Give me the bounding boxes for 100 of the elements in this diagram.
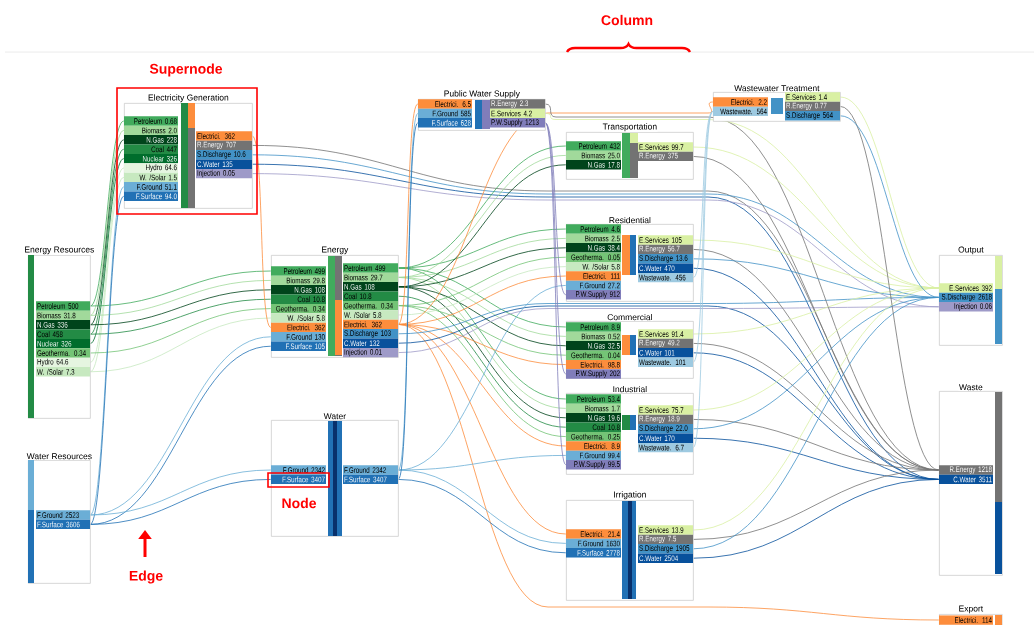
node-label: Public Water Supply: [444, 90, 520, 99]
port-bar: W. /Solar 5.8: [343, 310, 398, 320]
port-bar: C.Water 135: [196, 159, 252, 169]
port-bar: W. /Solar 1.5: [124, 172, 178, 183]
port-bar: Wastewate. 564: [713, 106, 768, 117]
port-bar: F.Ground 51.1: [124, 182, 178, 192]
node-label: Water: [323, 413, 346, 420]
flow-line: [89, 298, 272, 335]
node-label: Transportation: [602, 123, 657, 132]
flow-line: [692, 111, 714, 363]
flow-line: [251, 135, 272, 328]
port-bar: Coal 458: [36, 329, 90, 339]
node-label: Energy: [322, 246, 349, 255]
port-bar: Wastewate. 456: [638, 272, 693, 283]
flow-line: [397, 103, 419, 325]
port-bar: Hydro 64.6: [36, 357, 90, 368]
node-label: Residential: [609, 216, 651, 224]
port-bar: F.Surface 3407: [343, 474, 398, 485]
port-bar: Electrici. 2.2: [713, 97, 768, 107]
flow-line: [544, 122, 567, 375]
port-bar: W. /Solar 5.8: [566, 261, 621, 272]
port-bar: R.Energy 18.9: [638, 414, 693, 425]
node-label: F.Surface 2778: [577, 549, 620, 556]
node-label: Output: [958, 246, 984, 255]
port-bar: W. /Solar 5.8: [271, 313, 326, 323]
port-bar: P.W.Supply 99.5: [566, 460, 621, 470]
port-bar: S.Discharge 22.0: [638, 424, 693, 434]
node-label: Petroleum 432: [579, 143, 620, 149]
port-bar: Wastewate. 6.7: [638, 442, 693, 453]
port-bar: N.Gas 336: [36, 320, 90, 330]
port-bar: Biomass 1.7: [566, 403, 621, 414]
port-bar: F.Ground 585: [418, 108, 472, 119]
node-label: Coal 458: [37, 331, 63, 338]
port-bar: F.Surface 105: [271, 341, 326, 351]
port-bar: Petroleum 499: [271, 266, 326, 276]
node-label: F.Surface 3407: [344, 476, 387, 483]
port-bar: N.Gas 32.5: [566, 341, 621, 351]
port-bar: C.Water 3511: [939, 474, 993, 485]
port-bar: Petroleum 53.4: [566, 394, 621, 404]
flow-line: [839, 106, 940, 471]
port-bar: R.Energy 56.7: [638, 244, 693, 255]
port-bar: E.Services 392: [939, 283, 993, 293]
port-bar: E.Services 1.4: [785, 92, 840, 102]
node-label: Water Resources: [26, 453, 92, 460]
flow-line: [397, 266, 567, 316]
port-bar: Biomass 2.0: [124, 125, 178, 136]
annotation-label: Node: [282, 497, 317, 509]
port-bar: Geotherma. 0.05: [566, 252, 621, 262]
port-bar: Coal 447: [124, 144, 178, 154]
port-bar: F.Surface 2778: [566, 548, 621, 558]
node-label: R.Energy 375: [639, 152, 678, 161]
port-bar: Electrici. 114: [939, 615, 993, 625]
flow-line: [397, 469, 567, 544]
port-bar: Electrici. 362: [343, 319, 398, 330]
port-bar: F.Ground 2523: [36, 510, 90, 520]
node-label: Electrici. 114: [955, 617, 992, 623]
port-bar: Geotherma. 0.34: [36, 348, 90, 358]
port-bar: S.Discharge 10.6: [196, 150, 252, 160]
flow-line: [89, 479, 272, 525]
port-bar: Coal 10.8: [271, 294, 326, 304]
port-bar: Injection 0.06: [939, 302, 993, 312]
port-bar: R.Energy 375: [638, 151, 693, 162]
node-label: Industrial: [613, 385, 647, 393]
port-bar: C.Water 470: [638, 263, 693, 273]
port-bar: Petroleum 499: [343, 263, 398, 273]
flow-line: [89, 469, 272, 516]
port-bar: Biomass 29.8: [271, 275, 326, 286]
port-bar: F.Ground 2342: [343, 465, 398, 475]
node-label: Petroleum 499: [284, 268, 325, 274]
flow-line: [89, 270, 272, 307]
node-label: R.Energy 707: [197, 141, 236, 150]
port-bar: Petroleum 432: [566, 141, 621, 151]
flow-line: [397, 479, 567, 554]
flow-line: [692, 469, 940, 540]
port-bar: N.Gas 108: [343, 282, 398, 292]
port-bar: F.Ground 99.4: [566, 450, 621, 461]
port-bar: N.Gas 228: [124, 135, 178, 145]
port-bar: C.Water 170: [638, 433, 693, 443]
port-bar: F.Surface 628: [418, 118, 472, 128]
port-bar: R.Energy 7.5: [638, 534, 693, 545]
port-bar: S.Discharge 1905: [638, 544, 693, 554]
node-label: F.Surface 3606: [37, 521, 80, 528]
port-bar: Injection 0.01: [343, 347, 398, 358]
port-bar: R.Energy 2.3: [490, 99, 545, 109]
port-bar: E.Services 99.7: [638, 142, 693, 152]
node-label: Export: [959, 605, 984, 614]
port-bar: P.W.Supply 912: [566, 290, 621, 300]
annotation-label: Column: [601, 14, 653, 26]
flow-line: [692, 479, 940, 559]
port-bar: Electrici. 362: [271, 322, 326, 333]
port-bar: Geotherma. 0.04: [566, 350, 621, 360]
port-bar: F.Surface 3407: [271, 474, 326, 485]
port-bar: E.Services 75.7: [638, 405, 693, 415]
flow-line: [397, 324, 940, 621]
flow-line: [692, 111, 714, 448]
port-bar: Electrici. 362: [196, 131, 252, 141]
port-bar: S.Discharge 13.6: [638, 254, 693, 264]
port-bar: Petroleum 500: [36, 301, 90, 311]
port-bar: Electrici. 98.8: [566, 359, 621, 370]
node-label: R.Energy 1218: [949, 466, 992, 474]
